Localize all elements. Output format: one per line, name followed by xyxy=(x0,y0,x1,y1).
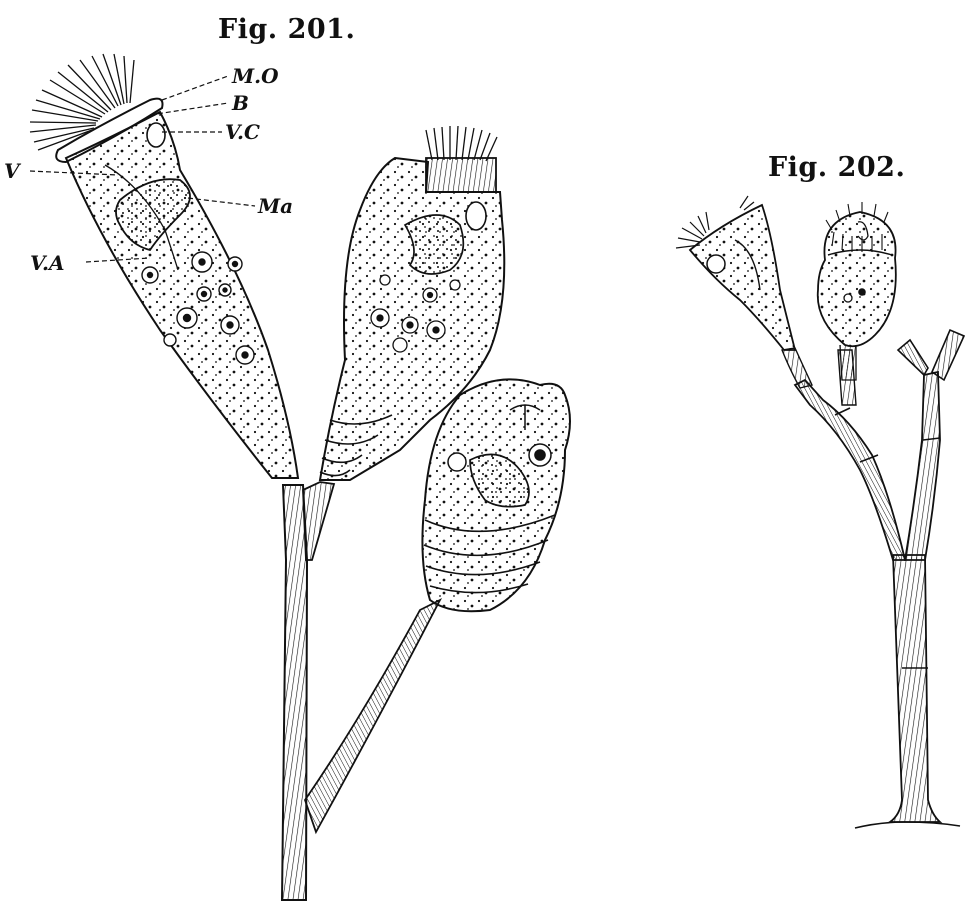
zooid-202-round xyxy=(818,202,896,380)
zooid-left xyxy=(30,54,298,478)
figure-202-drawing xyxy=(676,196,964,828)
zooid-202-open xyxy=(676,196,795,350)
figure-201-drawing xyxy=(30,54,570,900)
zooid-contracted xyxy=(422,379,570,611)
